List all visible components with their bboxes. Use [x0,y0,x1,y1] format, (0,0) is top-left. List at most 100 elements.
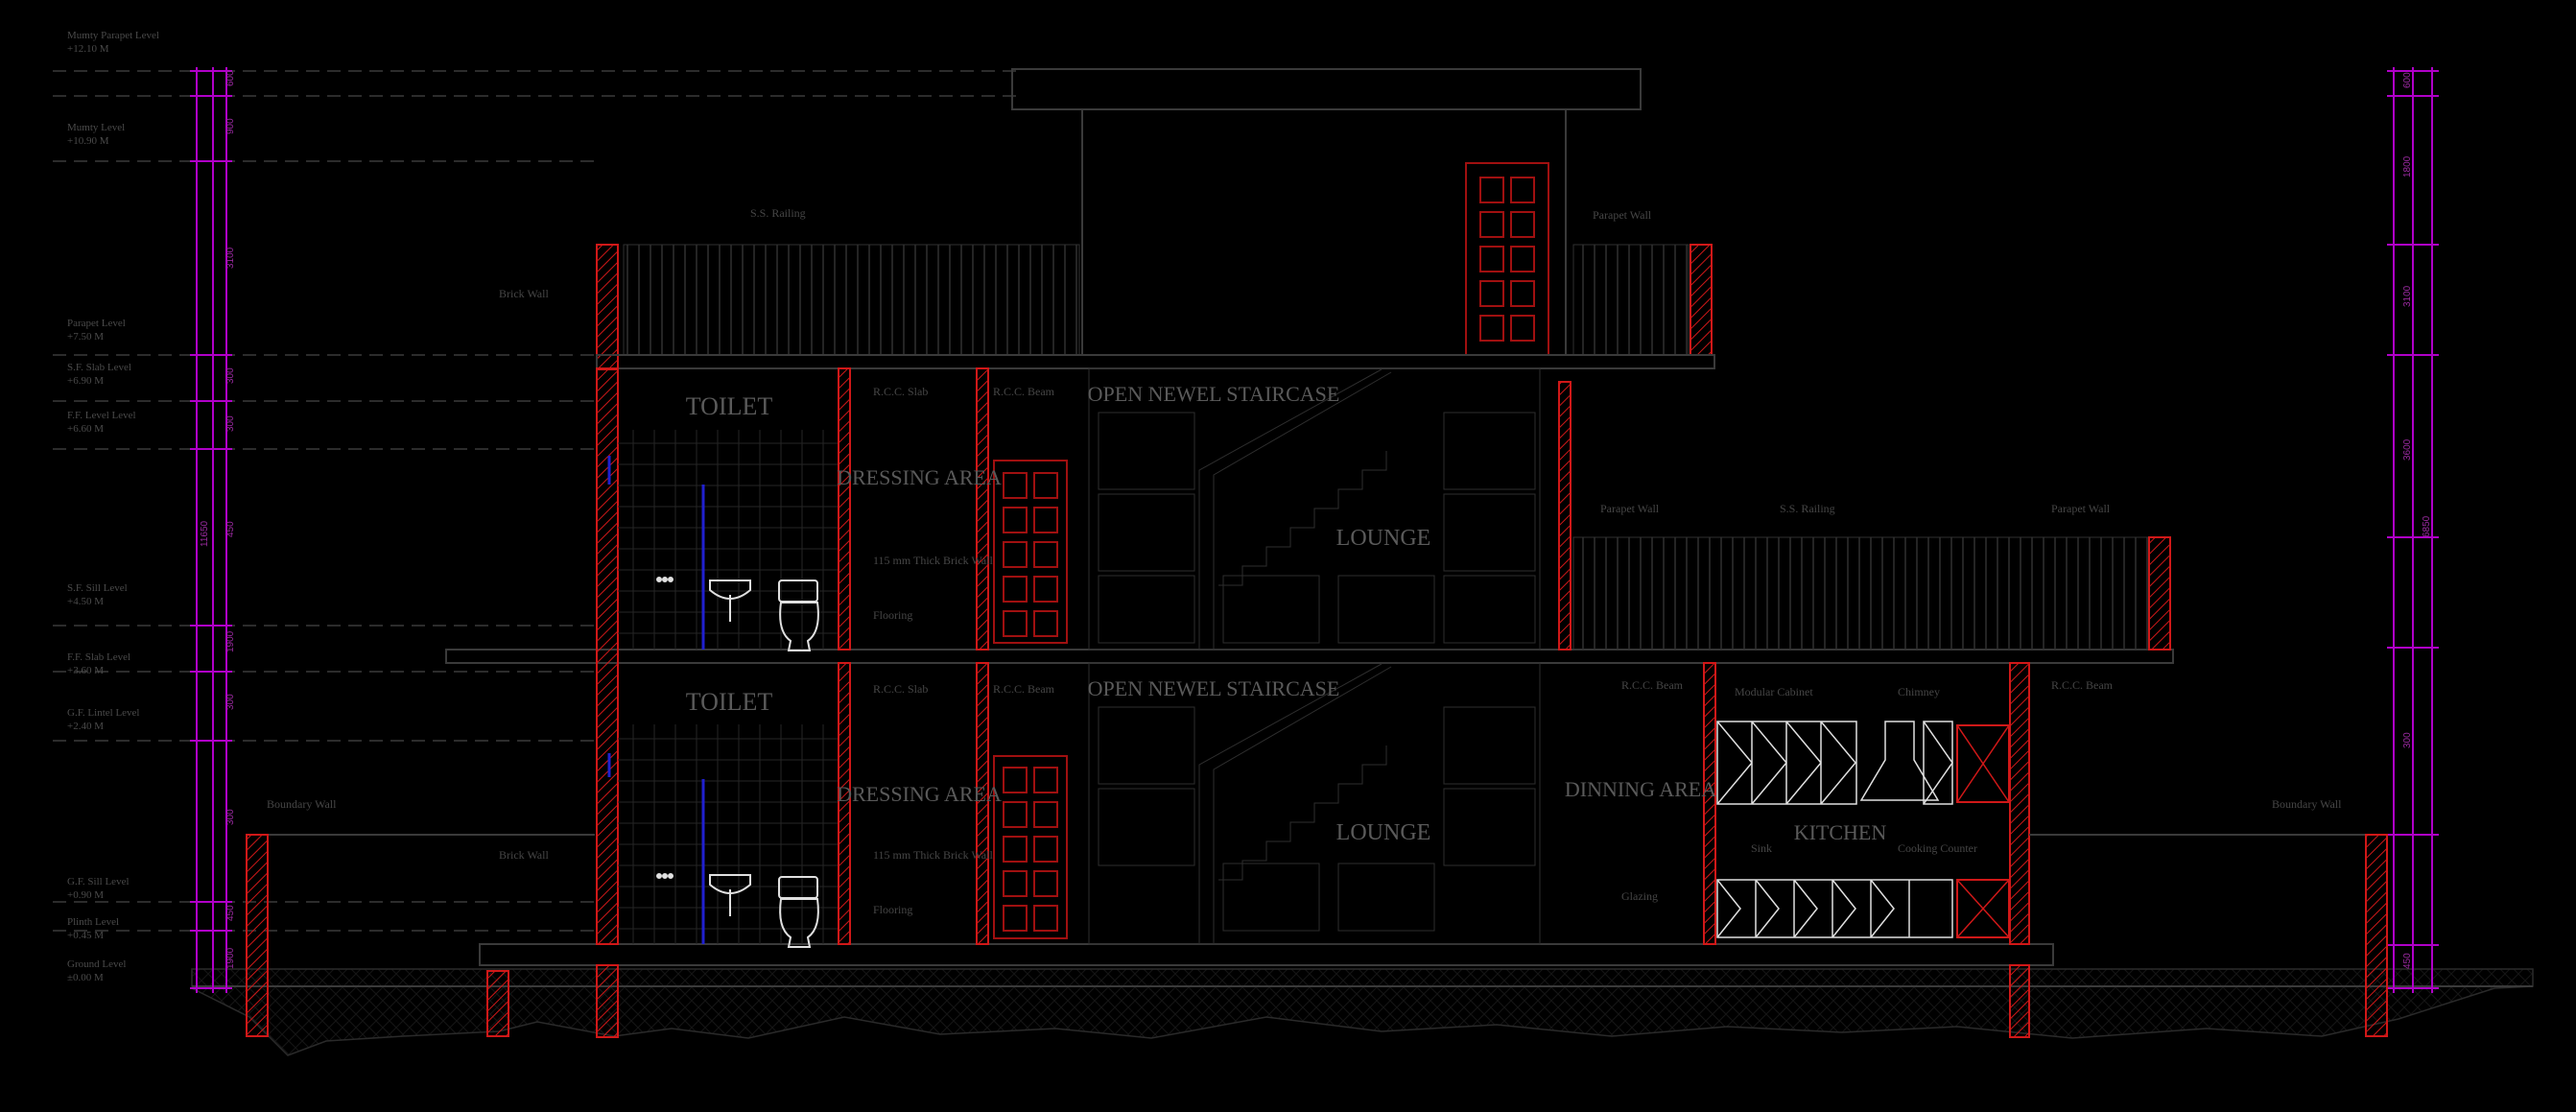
note: Flooring [873,608,912,622]
room-label: OPEN NEWEL STAIRCASE [1088,676,1340,700]
stair-wall [1558,381,1572,651]
room-label: OPEN NEWEL STAIRCASE [1088,382,1340,406]
dinning-wall [1703,662,1716,945]
level-name: Ground Level [67,958,126,970]
note: R.C.C. Beam [2051,678,2114,692]
dim-value: 300 [225,415,236,432]
washbasin-lower [656,873,751,916]
level-name: S.F. Slab Level [67,362,131,373]
dim-value: 1800 [2402,155,2413,177]
note: S.S. Railing [1780,502,1835,515]
room-label: KITCHEN [1794,820,1887,844]
parapet-right [1690,244,1713,356]
note: R.C.C. Beam [993,682,1055,696]
ss-railing [1572,244,1690,356]
note: Glazing [1621,889,1658,903]
note: R.C.C. Beam [1621,678,1684,692]
plinth-foundation [486,970,509,1037]
room-label: DRESSING AREA [837,465,1002,489]
terrace-railing [1572,536,2150,651]
dim-total: 6850 [2422,515,2432,537]
level-value: +3.60 M [67,665,104,676]
level-value: +0.90 M [67,889,104,901]
note: Cooking Counter [1898,841,1977,855]
dim-value: 1900 [225,947,236,969]
room-label: LOUNGE [1336,820,1431,845]
dim-value: 450 [225,905,236,921]
room-label: DINNING AREA [1565,777,1716,801]
note: Chimney [1898,685,1940,698]
foundation-right [2009,964,2030,1038]
level-value: +2.40 M [67,721,104,732]
ground-profile [191,968,2534,1056]
door-upper [993,460,1068,644]
level-value: +6.60 M [67,423,104,435]
kitchen-wall-right [2009,662,2030,945]
brick-wall-left [596,367,619,945]
chimney-hood [1859,721,1940,801]
dim-value: 900 [225,118,236,134]
level-value: +6.90 M [67,375,104,387]
wc-upper [778,580,819,651]
partition-wall [838,367,851,651]
staircase-upper [1088,367,1541,651]
room-label: TOILET [686,688,773,716]
dim-value: 600 [225,70,236,86]
note: R.C.C. Slab [873,385,928,398]
note: Brick Wall [499,287,549,300]
level-value: +7.50 M [67,331,104,343]
level-value: +12.10 M [67,43,109,55]
level-name: Mumty Parapet Level [67,30,159,41]
note: Parapet Wall [1600,502,1660,515]
level-value: +10.90 M [67,135,109,147]
washbasin-upper [656,577,751,622]
note: Brick Wall [499,848,549,862]
dressing-wall [976,367,989,651]
dim-value: 300 [225,809,236,825]
note: Parapet Wall [1593,208,1652,222]
left-dimension-chain: 600 900 3100 300 300 450 1900 300 300 45… [190,67,236,993]
dim-value: 300 [225,367,236,384]
ss-railing [623,244,1080,356]
terrace-parapet [2148,536,2171,651]
dim-value: 600 [2402,72,2413,88]
boundary-wall-left [246,834,269,1037]
mumty [1011,68,1642,355]
note: 115 mm Thick Brick Wall [873,848,993,862]
counter-hatch [1956,879,2010,938]
level-value: +4.50 M [67,596,104,607]
note: Parapet Wall [2051,502,2111,515]
note: 115 mm Thick Brick Wall [873,554,993,567]
note: Boundary Wall [267,797,337,811]
level-name: S.F. Sill Level [67,582,128,594]
dim-value: 1900 [225,630,236,652]
foundation-left [596,964,619,1038]
staircase-lower [1088,662,1541,945]
level-name: F.F. Level Level [67,410,136,421]
room-label: DRESSING AREA [837,782,1002,806]
level-name: F.F. Slab Level [67,651,130,663]
annotations: S.S. Railing Parapet Wall Brick Wall Bri… [267,206,2342,916]
dim-total: 11650 [200,520,210,547]
wc-lower [778,876,819,948]
right-dimension-chain: 600 1800 3100 3600 300 450 6850 [2387,67,2439,993]
note: Boundary Wall [2272,797,2342,811]
level-name: G.F. Sill Level [67,876,130,887]
dim-value: 450 [2402,953,2413,969]
dim-value: 300 [2402,732,2413,748]
door-lower [993,755,1068,939]
level-labels: Mumty Parapet Level +12.10 M Mumty Level… [67,30,159,983]
room-label: LOUNGE [1336,526,1431,551]
boundary-wall-right [2365,834,2388,1037]
dim-value: 3100 [2402,285,2413,307]
toilet-tiles-upper [618,430,839,650]
dim-value: 3100 [225,247,236,269]
modular-cabinet-upper [1716,721,1953,805]
level-name: G.F. Lintel Level [67,707,140,719]
partition-wall [838,662,851,945]
dressing-wall [976,662,989,945]
note: Flooring [873,903,912,916]
level-name: Plinth Level [67,916,119,928]
level-name: Parapet Level [67,318,126,329]
room-label: TOILET [686,392,773,420]
